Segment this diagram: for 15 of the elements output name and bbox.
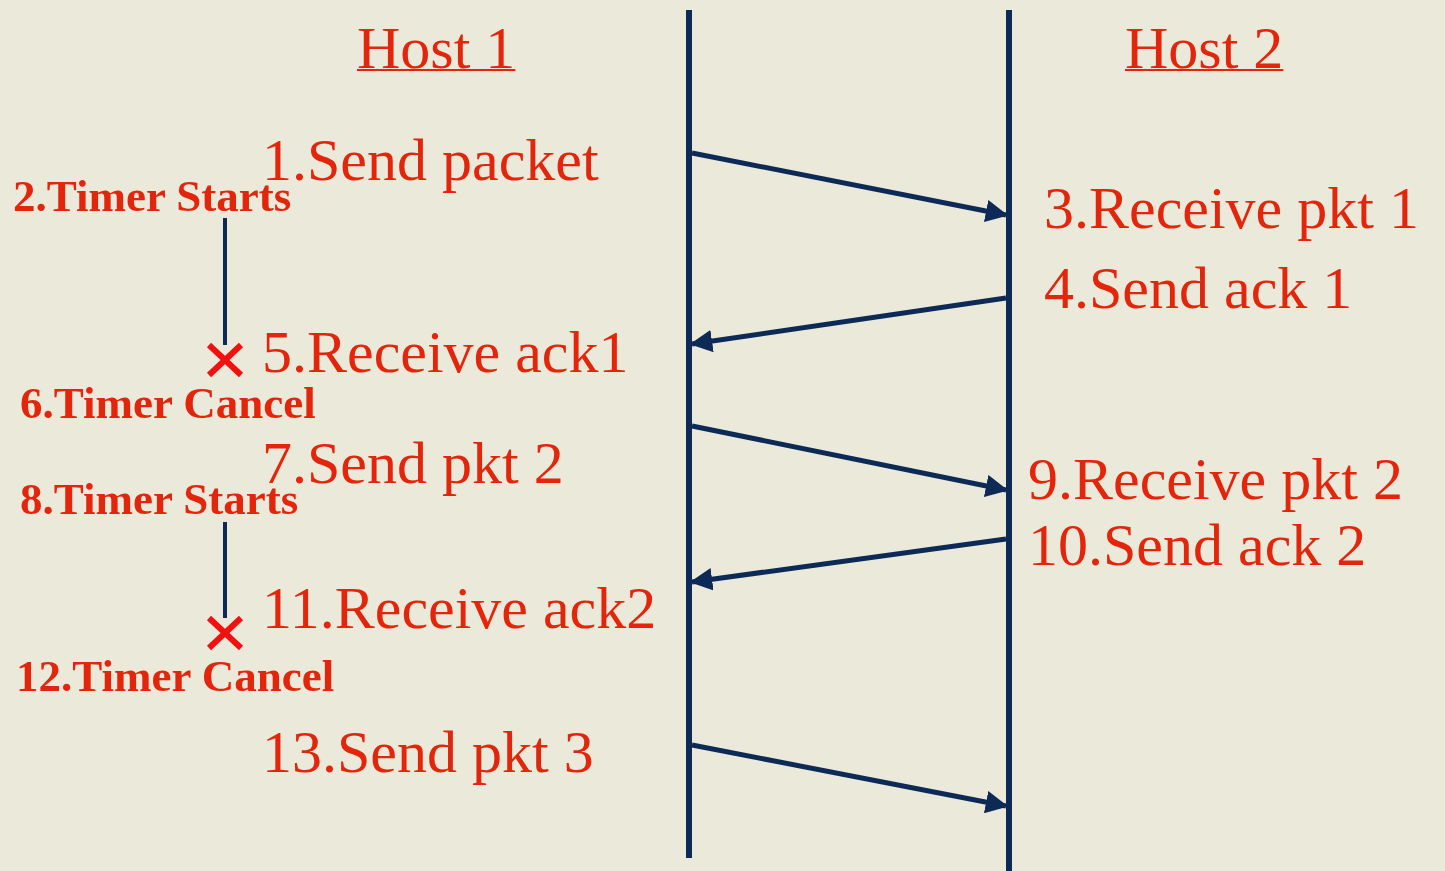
step-label: 11.Receive ack2 xyxy=(262,578,657,638)
lifeline xyxy=(1006,10,1012,871)
message-arrow xyxy=(691,150,1009,223)
lifeline xyxy=(686,10,692,858)
timer-label: 6.Timer Cancel xyxy=(20,381,316,426)
message-arrow xyxy=(689,536,1007,591)
step-label: 10.Send ack 2 xyxy=(1028,515,1367,575)
message-arrow xyxy=(689,295,1007,353)
message-arrow xyxy=(691,423,1009,497)
step-label: 5.Receive ack1 xyxy=(262,322,629,382)
timer-label: 12.Timer Cancel xyxy=(16,654,335,699)
step-label: 4.Send ack 1 xyxy=(1044,258,1353,318)
host-heading: Host 1 xyxy=(357,18,516,78)
host-heading: Host 2 xyxy=(1125,18,1284,78)
message-arrow xyxy=(691,742,1009,814)
